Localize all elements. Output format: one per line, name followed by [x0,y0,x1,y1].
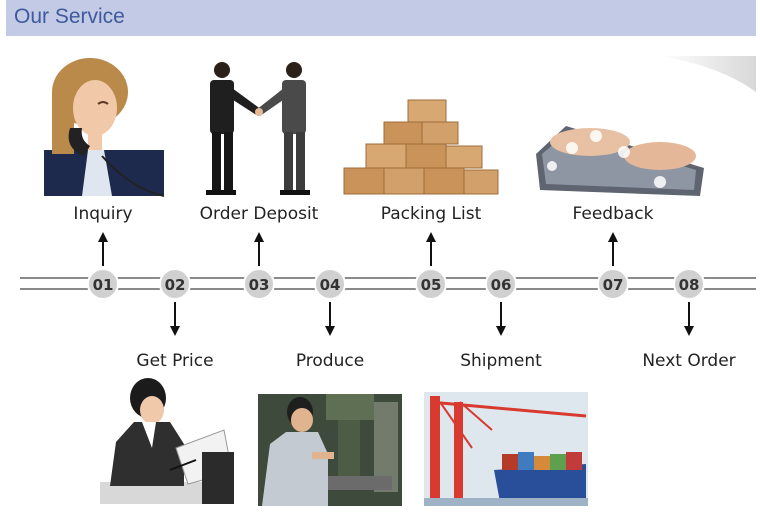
step-number: 08 [679,276,700,294]
step-number: 03 [249,276,270,294]
arrow-head [426,232,436,242]
writing-businesswoman-icon [100,378,234,504]
step-number: 07 [603,276,624,294]
machine-operator-icon [258,394,402,506]
phone-operator-icon [44,58,164,196]
step-label: Feedback [573,204,654,224]
cardboard-boxes-icon [344,100,498,194]
timeline-steps: 01 02 03 04 05 06 07 08 [88,232,704,336]
step-label: Shipment [460,351,542,371]
arrow-head [170,326,180,336]
arrow-head [608,232,618,242]
arrow-head [98,232,108,242]
arrow-head [254,232,264,242]
keyboard-typing-icon [536,126,704,196]
step-label: Inquiry [73,204,132,224]
step-number: 04 [320,276,341,294]
step-label: Order Deposit [200,204,319,224]
step-number: 01 [93,276,114,294]
arrow-head [684,326,694,336]
decorative-swoosh [660,56,756,92]
arrow-head [496,326,506,336]
container-port-icon [424,392,588,506]
step-number: 05 [421,276,442,294]
step-label: Produce [296,351,364,371]
step-label: Get Price [136,351,213,371]
arrow-head [325,326,335,336]
step-label: Packing List [381,204,482,224]
handshake-icon [206,62,310,195]
step-number: 02 [165,276,186,294]
step-number: 06 [491,276,512,294]
step-label: Next Order [642,351,735,371]
